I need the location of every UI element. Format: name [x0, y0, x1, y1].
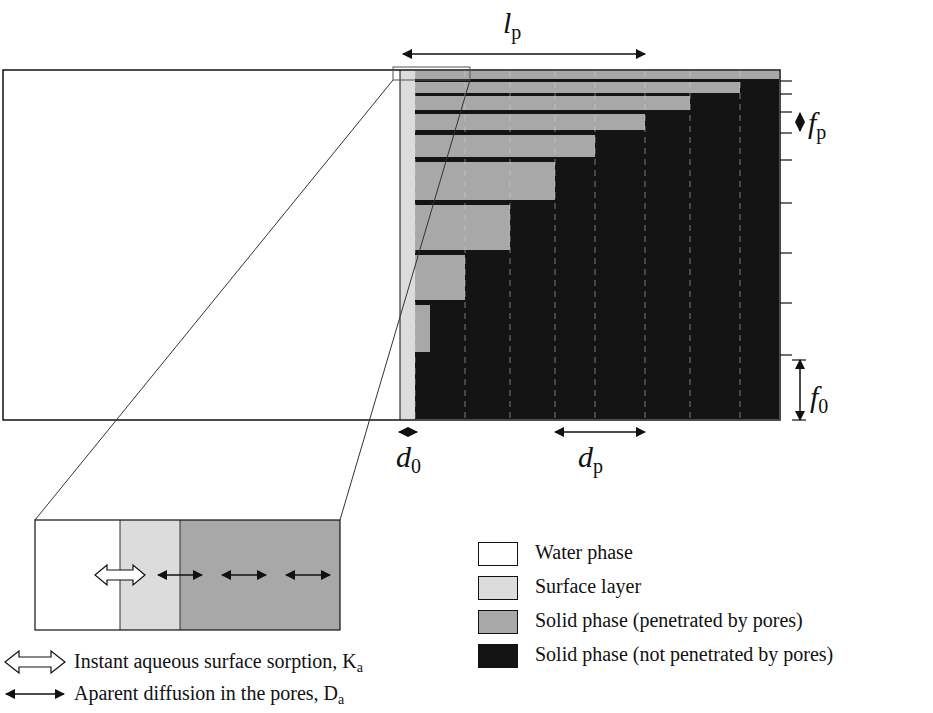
dimension-label: fp	[808, 106, 826, 139]
legend-swatch	[478, 542, 518, 566]
sorption-symbol	[5, 651, 65, 673]
legend-swatch	[478, 610, 518, 634]
legend-text: Water phase	[535, 541, 633, 563]
legend-swatch	[478, 644, 518, 668]
dimension-label: f0	[810, 380, 828, 413]
dimension-arrow	[799, 360, 801, 420]
tick	[792, 419, 806, 420]
dimension-arrow	[399, 431, 417, 433]
tick	[792, 359, 806, 360]
solid-region	[400, 70, 792, 420]
legend-text: Aparent diffusion in the pores, Da	[74, 682, 344, 704]
dimension-arrow	[555, 431, 645, 433]
dimension-arrow	[799, 113, 801, 131]
legend-text: Surface layer	[535, 575, 641, 597]
legend-text: Solid phase (penetrated by pores)	[535, 609, 803, 631]
zoom-box	[393, 67, 470, 80]
dimension-label: d0	[396, 440, 421, 473]
water-phase	[3, 70, 780, 420]
zoom-line	[340, 80, 470, 520]
legend-swatch	[478, 576, 518, 600]
legend-text: Instant aqueous surface sorption, Ka	[74, 650, 363, 672]
zoom-line	[35, 80, 393, 520]
dimension-arrow	[403, 53, 645, 55]
legend-text: Solid phase (not penetrated by pores)	[535, 643, 833, 665]
dimension-label: lp	[503, 6, 521, 39]
diffusion-symbol	[6, 693, 64, 695]
inset	[35, 520, 340, 630]
dimension-label: dp	[578, 440, 603, 473]
